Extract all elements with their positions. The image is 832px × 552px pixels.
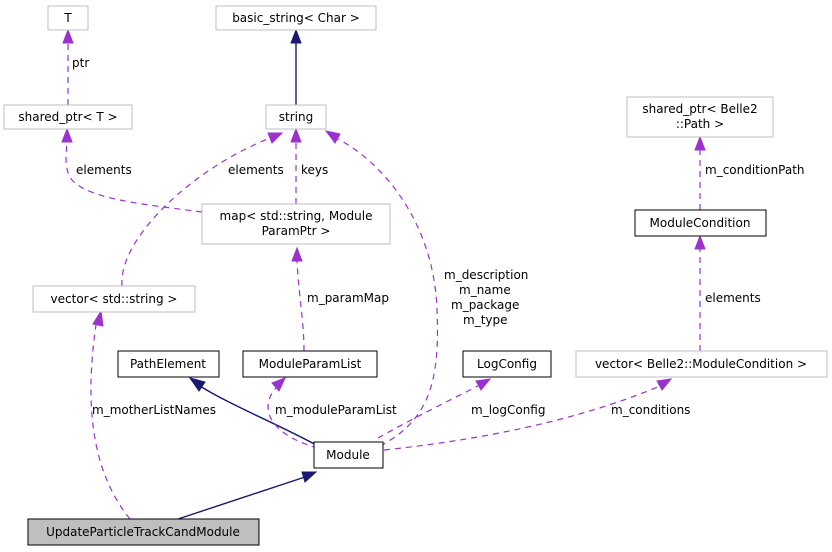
svg-text:vector< std::string >: vector< std::string > <box>51 292 178 306</box>
edge-map-to-string: keys <box>290 127 328 204</box>
svg-text:UpdateParticleTrackCandModule: UpdateParticleTrackCandModule <box>46 525 240 539</box>
edge-label-m-mother-list-names: m_motherListNames <box>92 403 216 417</box>
edge-shared-ptr-t-to-t: ptr <box>62 28 89 105</box>
edge-label-m-conditions: m_conditions <box>611 403 690 417</box>
edge-label-ptr: ptr <box>72 56 89 70</box>
node-log-config[interactable]: LogConfig <box>462 350 552 378</box>
node-string[interactable]: string <box>265 104 327 130</box>
edge-module-inherits-path-element <box>188 377 319 447</box>
node-shared-ptr-t[interactable]: shared_ptr< T > <box>3 104 133 130</box>
svg-text:ModuleParamList: ModuleParamList <box>259 357 362 371</box>
node-module-condition[interactable]: ModuleCondition <box>634 209 767 237</box>
edge-module-to-string: m_description m_name m_package m_type <box>324 130 528 447</box>
svg-text:shared_ptr< Belle2: shared_ptr< Belle2 <box>642 102 757 116</box>
edge-module-to-vector-condition: m_conditions <box>383 378 690 451</box>
svg-text:vector< Belle2::ModuleConditio: vector< Belle2::ModuleCondition > <box>595 357 807 371</box>
edge-label-m-param-map: m_paramMap <box>307 291 389 305</box>
node-module[interactable]: Module <box>313 441 384 469</box>
edge-label-elements-condition: elements <box>705 291 761 305</box>
node-path-element[interactable]: PathElement <box>117 350 220 378</box>
node-map[interactable]: map< std::string, Module ParamPtr > <box>201 203 391 245</box>
edge-map-to-shared-ptr-t: elements <box>61 127 203 213</box>
edge-param-list-to-map: m_paramMap <box>291 246 389 352</box>
edge-label-elements-shared: elements <box>76 163 132 177</box>
svg-text:PathElement: PathElement <box>130 357 206 371</box>
edge-update-to-vector-string: m_motherListNames <box>90 309 216 520</box>
svg-text:map< std::string, Module: map< std::string, Module <box>220 209 373 223</box>
edge-module-to-log-config: m_logConfig <box>377 378 545 439</box>
edge-string-inherits-basic-string <box>290 28 302 105</box>
edge-label-elements-string: elements <box>228 163 284 177</box>
node-module-param-list[interactable]: ModuleParamList <box>242 350 378 378</box>
node-shared-ptr-path[interactable]: shared_ptr< Belle2 ::Path > <box>626 96 774 138</box>
edge-label-m-description: m_description <box>444 268 528 282</box>
svg-text:shared_ptr< T >: shared_ptr< T > <box>18 110 117 124</box>
svg-text:LogConfig: LogConfig <box>477 357 537 371</box>
node-vector-module-condition[interactable]: vector< Belle2::ModuleCondition > <box>575 350 828 378</box>
edge-label-keys: keys <box>301 163 328 177</box>
svg-text:basic_string< Char >: basic_string< Char > <box>232 11 360 25</box>
edge-label-m-condition-path: m_conditionPath <box>705 163 805 177</box>
node-basic-string[interactable]: basic_string< Char > <box>215 5 377 31</box>
edge-condition-to-shared-ptr-path: m_conditionPath <box>694 135 805 210</box>
edge-update-inherits-module <box>174 471 318 521</box>
edge-label-m-package: m_package <box>451 298 519 312</box>
edge-module-to-param-list: m_moduleParamList <box>267 377 397 449</box>
edge-vector-condition-to-condition: elements <box>694 234 761 351</box>
svg-text:ModuleCondition: ModuleCondition <box>650 216 751 230</box>
svg-text:T: T <box>63 11 72 25</box>
svg-text:string: string <box>279 110 313 124</box>
node-vector-string[interactable]: vector< std::string > <box>32 285 196 313</box>
node-t[interactable]: T <box>47 5 89 31</box>
edge-vector-string-to-string: elements <box>121 132 284 287</box>
node-update-particle-track-cand-module[interactable]: UpdateParticleTrackCandModule <box>27 518 260 546</box>
edge-label-m-type: m_type <box>463 313 508 327</box>
svg-text:::Path >: ::Path > <box>676 117 724 131</box>
edge-label-m-name: m_name <box>459 283 511 297</box>
svg-text:ParamPtr >: ParamPtr > <box>262 224 331 238</box>
edge-label-m-log-config: m_logConfig <box>471 403 545 417</box>
edge-label-m-module-param-list: m_moduleParamList <box>275 403 397 417</box>
svg-text:Module: Module <box>326 448 370 462</box>
